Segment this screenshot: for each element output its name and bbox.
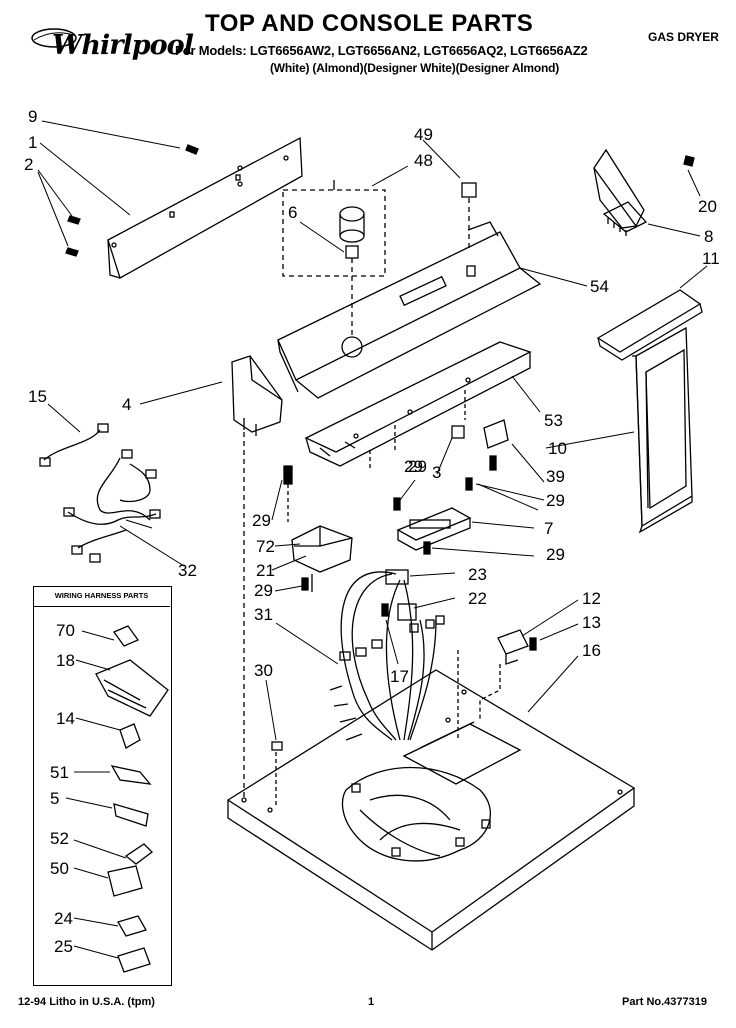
callout-label: 53 — [544, 411, 563, 430]
callout-label: 54 — [590, 277, 609, 296]
callout-label: 1 — [28, 133, 38, 152]
callout-label: 10 — [548, 439, 567, 458]
callout-label: 6 — [288, 203, 298, 222]
footer-page-number: 1 — [368, 996, 375, 1008]
page-title: TOP AND CONSOLE PARTS — [205, 10, 534, 37]
callout-label: 22 — [468, 589, 487, 608]
callout-label: 15 — [28, 387, 47, 406]
callout-label: 3 — [432, 463, 442, 482]
callout-label: 29 — [404, 457, 423, 476]
callout-label: 12 — [582, 589, 601, 608]
callout-label: 39 — [546, 467, 565, 486]
callout-label: 72 — [256, 537, 275, 556]
callout-label: 50 — [50, 859, 69, 878]
callout-label: 49 — [414, 125, 433, 144]
callout-label: 25 — [54, 937, 73, 956]
callout-label: 2 — [24, 155, 34, 174]
callout-label: 29 — [546, 545, 565, 564]
callout-label: 17 — [390, 667, 409, 686]
callout-label: 29 — [408, 457, 427, 476]
callout-label: 24 — [54, 909, 73, 928]
inset-title: WIRING HARNESS PARTS — [33, 586, 170, 607]
callout-label: 20 — [698, 197, 717, 216]
callout-label: 7 — [544, 519, 554, 538]
whirlpool-logo — [24, 22, 174, 74]
callout-label: 21 — [256, 561, 275, 580]
callout-label: 5 — [50, 789, 60, 808]
callout-label: 48 — [414, 151, 433, 170]
callout-label: 29 — [254, 581, 273, 600]
callout-label: 9 — [28, 107, 38, 126]
callout-label: 13 — [582, 613, 601, 632]
callout-label: 23 — [468, 565, 487, 584]
callout-label: 14 — [56, 709, 75, 728]
callout-label: 4 — [122, 395, 132, 414]
callout-label: 51 — [50, 763, 69, 782]
callout-label: 16 — [582, 641, 601, 660]
footer-print-info: 12-94 Litho in U.S.A. (tpm) — [18, 996, 155, 1008]
callout-label: 29 — [546, 491, 565, 510]
appliance-type: GAS DRYER — [648, 30, 719, 44]
callout-label: 30 — [254, 661, 273, 680]
wiring-harness-inset — [33, 586, 172, 986]
model-list: For Models: LGT6656AW2, LGT6656AN2, LGT6… — [175, 43, 588, 58]
callout-label: 11 — [702, 249, 720, 268]
callout-label: 8 — [704, 227, 714, 246]
callout-label: 32 — [178, 561, 197, 580]
footer-part-number: Part No.4377319 — [622, 996, 707, 1008]
callout-label: 18 — [56, 651, 75, 670]
callout-label: 70 — [56, 621, 75, 640]
color-list: (White) (Almond)(Designer White)(Designe… — [270, 61, 560, 75]
callout-label: 31 — [254, 605, 273, 624]
brand-name: Whirlpool — [52, 30, 194, 61]
callout-label: 29 — [252, 511, 271, 530]
callout-label: 52 — [50, 829, 69, 848]
